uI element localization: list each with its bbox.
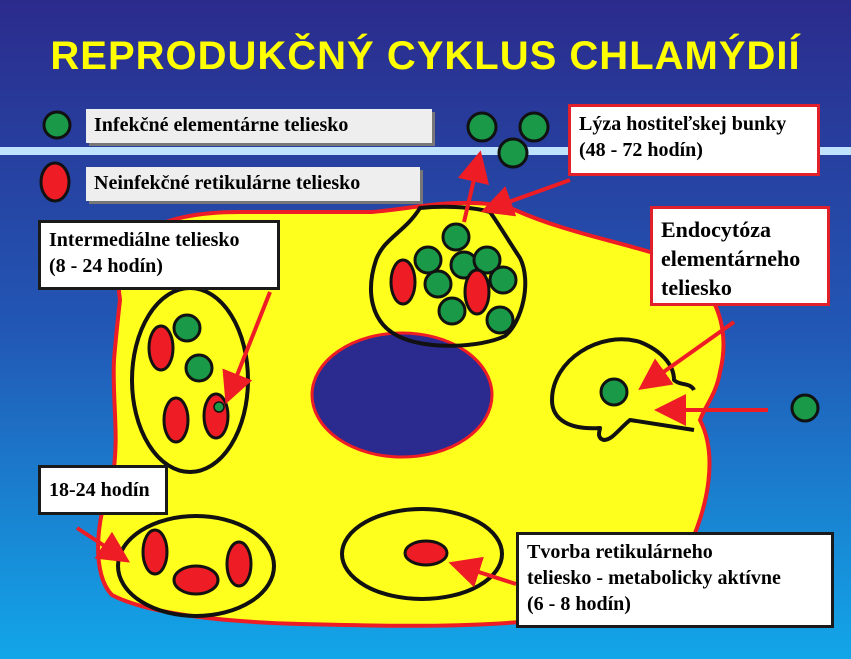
legend-reticular-label: Neinfekčné retikulárne teliesko xyxy=(86,167,420,201)
elementary-body-released-2 xyxy=(520,113,548,141)
elementary-body-endocytosed xyxy=(601,379,627,405)
legend-elementary-body xyxy=(44,112,70,138)
intermediate-body-core xyxy=(214,402,224,412)
page-title: REPRODUKČNÝ CYKLUS CHLAMÝDIÍ xyxy=(0,34,851,79)
elementary-body-intermediate-2 xyxy=(186,355,212,381)
elementary-body-lysis-8 xyxy=(487,307,513,333)
lysis-label: Lýza hostiteľskej bunky (48 - 72 hodín) xyxy=(568,104,820,176)
elementary-body-outside xyxy=(792,395,818,421)
legend-reticular-body xyxy=(41,163,69,201)
elementary-body-lysis-5 xyxy=(425,271,451,297)
reticular-body-18-24-2 xyxy=(174,566,218,594)
reticular-body-lysis-1 xyxy=(391,260,415,304)
elementary-body-lysis-2 xyxy=(415,247,441,273)
reticular-body-18-24-3 xyxy=(227,542,251,586)
endocytosis-label: Endocytóza elementárneho teliesko xyxy=(650,206,830,306)
reticular-body-intermediate-1 xyxy=(149,326,173,370)
nucleus xyxy=(312,333,492,457)
reticular-body-forming xyxy=(405,541,447,565)
legend-elementary-label: Infekčné elementárne teliesko xyxy=(86,109,432,143)
reticular-formation-label: Tvorba retikulárneho teliesko - metaboli… xyxy=(516,532,834,628)
elementary-body-released-3 xyxy=(499,139,527,167)
reticular-body-18-24-1 xyxy=(143,530,167,574)
elementary-body-released-1 xyxy=(468,113,496,141)
reticular-body-intermediate-2 xyxy=(164,398,188,442)
hours-18-24-label: 18-24 hodín xyxy=(38,465,168,515)
elementary-body-lysis-1 xyxy=(443,224,469,250)
reticular-body-lysis-2 xyxy=(465,270,489,314)
elementary-body-lysis-7 xyxy=(439,298,465,324)
elementary-body-lysis-6 xyxy=(490,267,516,293)
reticular-body-intermediate-3 xyxy=(204,394,228,438)
elementary-body-intermediate-1 xyxy=(174,315,200,341)
intermediate-label: Intermediálne teliesko (8 - 24 hodín) xyxy=(38,220,280,290)
